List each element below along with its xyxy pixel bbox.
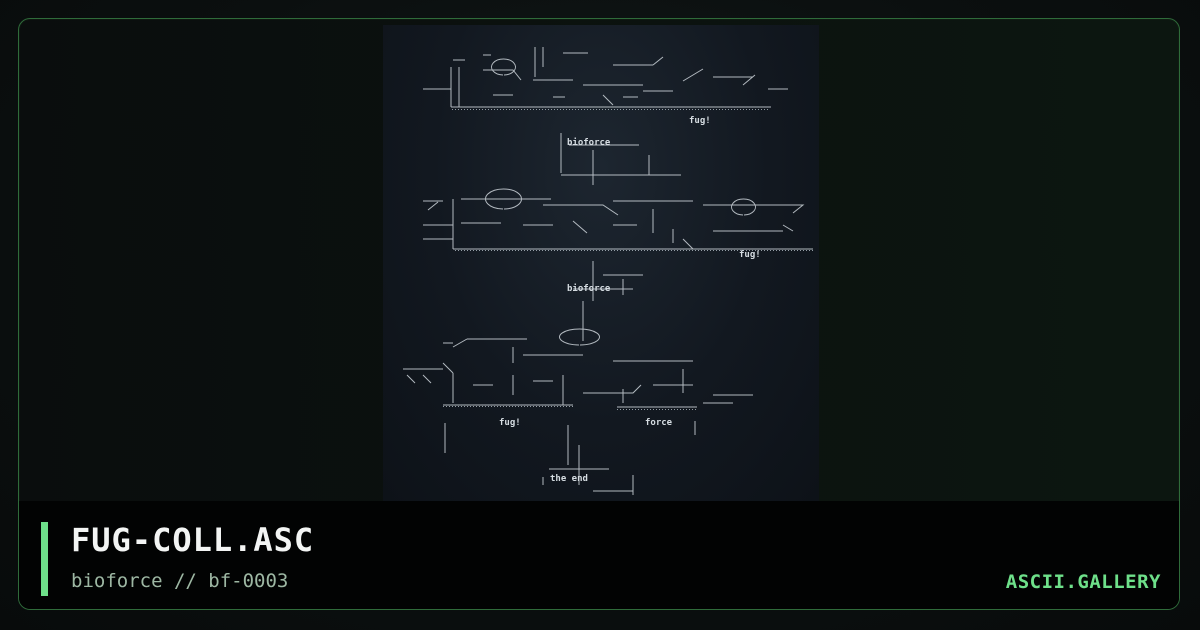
site-brand: ASCII.GALLERY [1005, 571, 1161, 593]
art-label-the-end: the end [550, 474, 588, 484]
accent-bar [41, 522, 48, 596]
art-label-bioforce-1: bioforce [567, 137, 611, 148]
art-subtitle: bioforce // bf-0003 [71, 570, 289, 592]
art-label-fug-2: fug! [739, 250, 761, 260]
ascii-art-preview: fug! bioforce fug! bioforce fug! force t… [383, 25, 819, 501]
art-label-force: force [645, 418, 673, 428]
ascii-art-drawing: fug! bioforce fug! bioforce fug! force t… [403, 47, 813, 495]
art-label-bioforce-2: bioforce [567, 283, 611, 294]
art-label-fug-3: fug! [499, 418, 521, 428]
preview-card: fug! bioforce fug! bioforce fug! force t… [18, 18, 1180, 610]
ascii-art-lines [403, 47, 813, 495]
art-label-fug-1: fug! [689, 116, 711, 126]
card-footer: FUG-COLL.ASC bioforce // bf-0003 ASCII.G… [19, 501, 1179, 609]
art-title: FUG-COLL.ASC [71, 521, 315, 559]
